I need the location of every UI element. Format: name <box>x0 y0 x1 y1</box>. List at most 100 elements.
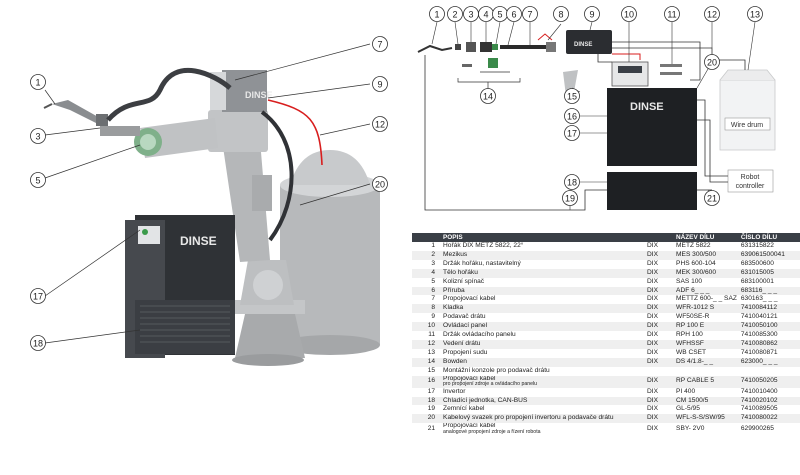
right-callout-number: 18 <box>567 178 577 188</box>
cell-num: 5 <box>431 277 436 285</box>
cell-mfr: DIX <box>645 375 675 388</box>
cell-mfr: DIX <box>647 277 659 285</box>
cell-name <box>674 367 739 376</box>
right-callout-8: 8 <box>553 6 569 22</box>
right-callout-6: 6 <box>506 6 522 22</box>
cell-num: 3 <box>431 259 436 267</box>
cell-mfr: DIX <box>645 286 675 296</box>
cell-desc-main: Propojovací kabel <box>443 423 496 430</box>
schematic-wire-drum: Wire drum <box>719 69 776 151</box>
right-callout-circle <box>621 6 637 22</box>
cell-mfr: DIX <box>647 425 659 433</box>
left-callout-circle <box>30 335 46 351</box>
cell-num: 19 <box>427 405 436 413</box>
left-callout-circle <box>30 74 46 90</box>
parts-table-header: POPIS NÁZEV DÍLU ČÍSLO DÍLU <box>412 233 800 242</box>
robot-arm-body <box>208 70 294 305</box>
cell-code: 683100001 <box>740 277 774 285</box>
left-callout-20: 20 <box>372 176 388 192</box>
cell-code: 7410080862 <box>738 339 800 349</box>
cell-code: 7410020102 <box>738 396 800 406</box>
cell-desc: Montážní konzole pro podavač drátu <box>443 366 550 374</box>
schematic: DINSE DINSE Wire drum Robot <box>417 30 776 211</box>
right-callout-18: 18 <box>564 174 580 190</box>
right-callout-number: 15 <box>567 92 577 102</box>
cell-name: METTZ 600-_ _ SAZ <box>676 295 737 303</box>
cell-desc: Podavač drátu <box>443 313 486 321</box>
robot-controller-label-2: controller <box>736 183 765 190</box>
schematic-robot-controller: Robot controller <box>727 169 774 193</box>
cell-desc: Příruba <box>441 286 646 296</box>
left-callout-circle <box>30 128 46 144</box>
cell-code: 683500600 <box>740 259 774 267</box>
right-callout-circle <box>584 6 600 22</box>
schematic-red-wire <box>612 53 641 60</box>
cell-num: 4 <box>412 268 442 278</box>
left-callout-5: 5 <box>30 172 46 188</box>
feeder-cable <box>260 110 294 242</box>
left-callout-number: 3 <box>35 132 40 142</box>
robot-illustration: DINSE DINSE <box>43 68 380 366</box>
schematic-cooling-unit <box>607 172 697 210</box>
cell-code: 7410089505 <box>740 405 778 413</box>
left-callout-number: 17 <box>33 292 43 302</box>
cell-name: WFHSSF <box>674 339 739 349</box>
cell-name: MES 300/500 <box>674 250 739 260</box>
cell-mfr: DIX <box>645 268 675 278</box>
left-callout-circle <box>30 172 46 188</box>
cell-mfr: DIX <box>645 357 675 367</box>
cell-num: 16 <box>412 375 442 388</box>
cell-name: WFR-1012 S <box>674 304 739 314</box>
robot-forearm <box>100 118 218 158</box>
right-callout-7: 7 <box>522 6 538 22</box>
right-callout-number: 13 <box>750 10 760 20</box>
inverter-unit: DINSE <box>125 215 235 358</box>
right-callout-circle <box>704 190 720 206</box>
cell-code: 7410040121 <box>740 313 778 321</box>
cell-code: 7410080022 <box>738 414 800 424</box>
right-callout-number: 21 <box>707 194 717 204</box>
cell-code: 631315822 <box>740 242 774 249</box>
left-callout-number: 12 <box>375 120 385 130</box>
right-callout-number: 9 <box>589 10 594 20</box>
right-callout-number: 5 <box>497 10 502 20</box>
schematic-inverter <box>607 88 697 166</box>
cell-name: SAS 100 <box>676 277 703 285</box>
cell-mfr: DIX <box>645 396 675 406</box>
cell-mfr: DIX <box>647 405 659 413</box>
cell-mfr: DIX <box>647 331 659 339</box>
cell-desc: Držák hořáku, nastavitelný <box>443 259 521 267</box>
cell-name: MEK 300/600 <box>674 268 739 278</box>
cell-mfr: DIX <box>647 259 659 267</box>
right-callout-number: 3 <box>468 10 473 20</box>
right-callout-circle <box>480 88 496 104</box>
cell-name: WB CSET <box>676 348 707 356</box>
right-callout-circle <box>429 6 445 22</box>
right-callout-circle <box>704 54 720 70</box>
left-callout-17: 17 <box>30 288 46 304</box>
cell-num: 8 <box>412 304 442 314</box>
right-callout-number: 4 <box>483 10 488 20</box>
right-callout-3: 3 <box>463 6 479 22</box>
cell-num: 1 <box>431 242 436 249</box>
right-callout-circle <box>564 125 580 141</box>
cell-code: 7410050205 <box>738 375 800 388</box>
cell-num: 11 <box>428 331 436 339</box>
left-callout-number: 20 <box>375 180 385 190</box>
cell-code <box>739 367 800 376</box>
right-callout-circle <box>664 6 680 22</box>
cell-desc: Bowden <box>441 357 646 367</box>
left-callout-circle <box>372 36 388 52</box>
